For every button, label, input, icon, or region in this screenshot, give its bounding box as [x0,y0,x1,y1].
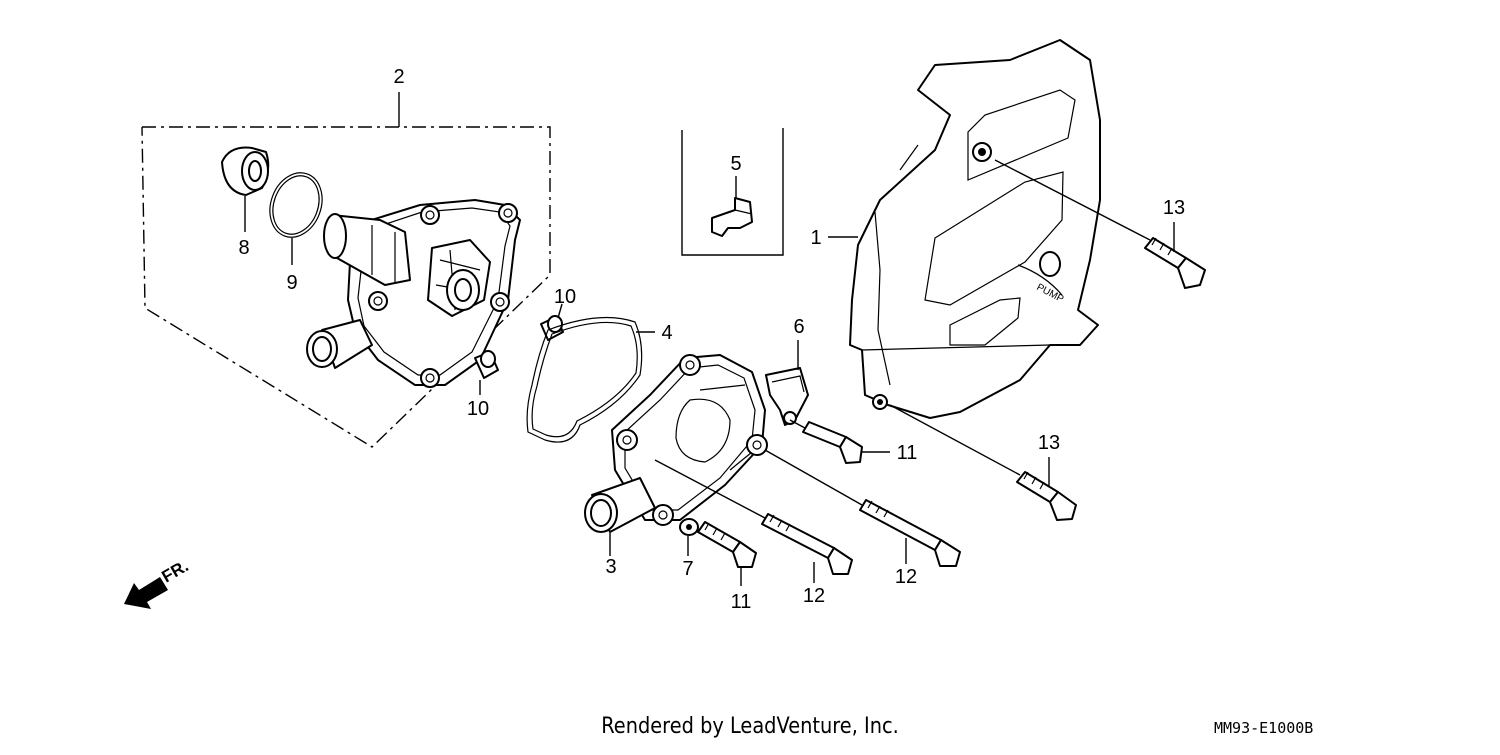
part-11-bolt-right[interactable] [789,419,890,464]
callout-10-lower: 10 [467,398,489,420]
direction-marker-label: FR. [159,556,192,586]
callout-5: 5 [730,153,741,175]
part-4-gasket[interactable] [526,316,655,443]
callout-1: 1 [810,227,821,249]
callout-7: 7 [682,558,693,580]
part-3-pump-cover[interactable] [584,354,768,556]
part-5-clip[interactable] [681,128,784,256]
part-10-dowel-pin-lower[interactable] [474,350,499,395]
callout-11-right: 11 [897,442,918,464]
part-6-bracket[interactable] [765,340,809,426]
part-12-bolt-right[interactable] [764,449,961,567]
callout-9: 9 [286,272,297,294]
part-9-o-ring[interactable] [261,165,331,265]
callout-2: 2 [393,66,404,88]
callout-4: 4 [661,322,672,344]
callout-8: 8 [238,237,249,259]
diagram-code: MM93-E1000B [1214,719,1314,737]
part-12-bolt-left[interactable] [654,459,853,583]
callout-13-upper: 13 [1163,197,1185,219]
part-11-bolt-bottom[interactable] [697,521,757,586]
callout-12-right: 12 [895,566,917,588]
part-13-bolt-lower[interactable] [889,404,1077,521]
footer-credit: Rendered by LeadVenture, Inc. [601,714,899,739]
callout-12-left: 12 [803,585,825,607]
part-13-bolt-upper[interactable] [994,159,1206,289]
part-8-oil-seal[interactable] [221,146,270,232]
front-direction-arrow-icon: FR. [124,556,192,609]
callout-3: 3 [605,556,616,578]
callout-13-lower: 13 [1038,432,1060,454]
callout-10-upper: 10 [554,286,576,308]
callout-11-bottom: 11 [731,591,752,613]
part-1-cover[interactable]: PUMP [828,39,1101,419]
part-2-water-pump-body[interactable] [306,199,521,388]
part-7-washer[interactable] [679,518,699,556]
callout-6: 6 [793,316,804,338]
